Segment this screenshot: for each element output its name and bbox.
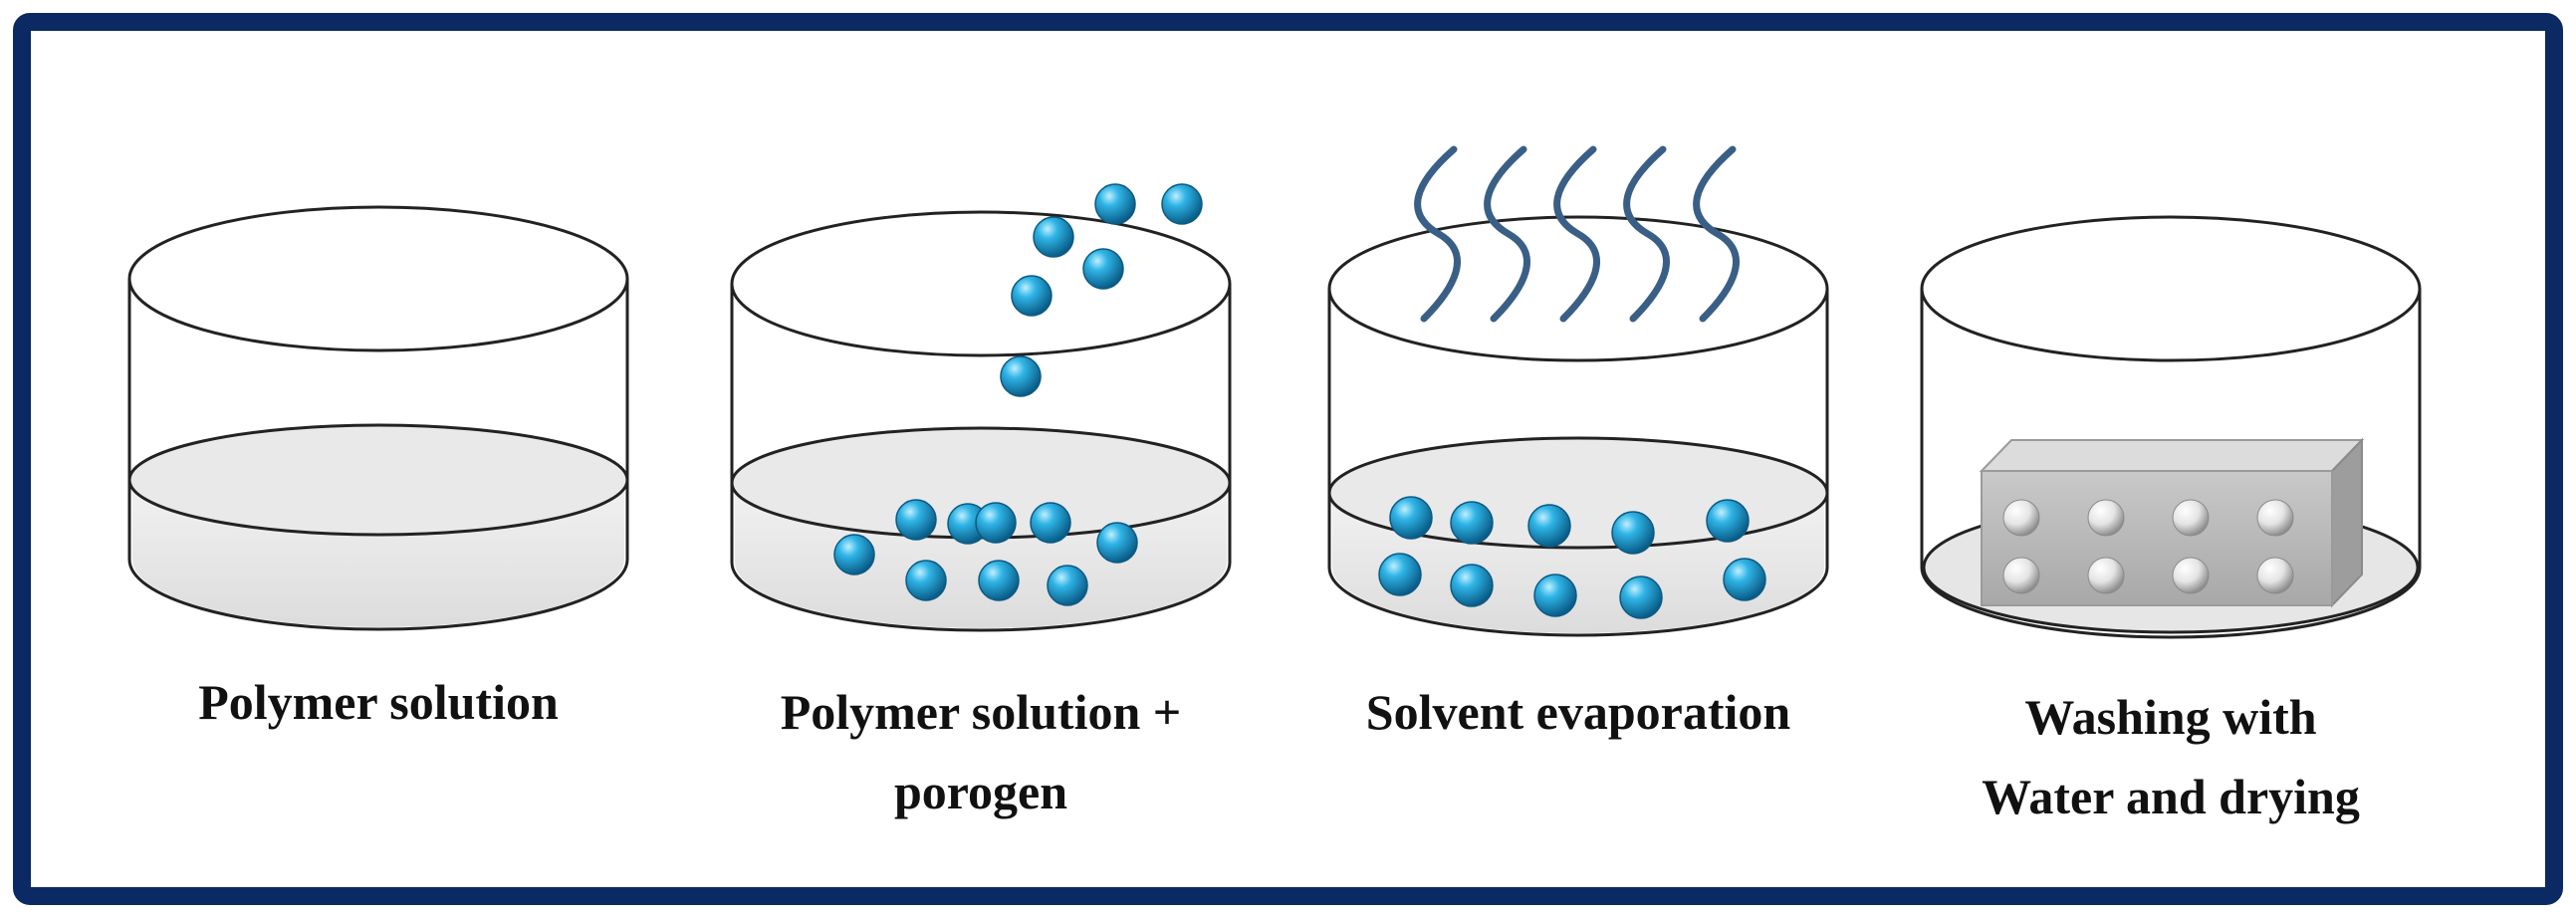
- label-line: porogen: [893, 764, 1068, 819]
- pore: [2087, 557, 2125, 594]
- porogen-bead: [895, 499, 937, 541]
- beaker-rim: [1327, 215, 1829, 362]
- vapor-wave: [1553, 145, 1600, 323]
- label-line: Solvent evaporation: [1365, 684, 1791, 740]
- pore: [2172, 499, 2210, 537]
- pore: [2256, 499, 2294, 537]
- label-line: Water and drying: [1982, 769, 2360, 824]
- pores: [2002, 499, 2294, 594]
- porogen-bead: [1723, 558, 1766, 601]
- porogen-bead: [1047, 565, 1088, 606]
- step-4-label: Washing with Water and drying: [1822, 677, 2519, 836]
- vapor-wave: [1414, 145, 1461, 323]
- porogen-bead: [1378, 553, 1422, 596]
- label-line: Polymer solution +: [780, 684, 1182, 740]
- label-line: Washing with: [2024, 689, 2317, 745]
- porogen-bead: [1082, 248, 1124, 290]
- step-1-label: Polymer solution: [30, 662, 727, 742]
- vapor-wave: [1693, 145, 1740, 323]
- porogen-beads-falling: [1000, 183, 1203, 397]
- vapor-wave: [1484, 145, 1530, 323]
- porogen-bead: [1450, 564, 1494, 607]
- beaker-rim: [1920, 215, 2422, 362]
- porogen-bead: [1000, 355, 1042, 397]
- porogen-bead: [1011, 275, 1053, 317]
- porogen-bead: [1611, 511, 1655, 555]
- liquid-surface: [127, 423, 629, 537]
- beaker-rim: [127, 205, 629, 352]
- step-3-beaker: [1327, 145, 1829, 637]
- porogen-bead: [975, 502, 1017, 544]
- porogen-bead: [1389, 496, 1433, 540]
- pore: [2172, 557, 2210, 594]
- porogen-bead: [1533, 574, 1577, 617]
- porogen-bead: [1096, 522, 1138, 564]
- label-line: Polymer solution: [198, 674, 559, 730]
- pore: [2002, 557, 2040, 594]
- block-top-face: [1979, 439, 2365, 472]
- step-1-beaker: [127, 205, 629, 631]
- solvent-vapor: [1414, 145, 1740, 323]
- step-2-beaker: [730, 183, 1232, 632]
- porogen-bead: [1030, 502, 1071, 544]
- porogen-bead: [1094, 183, 1136, 225]
- porogen-bead: [1450, 501, 1494, 545]
- porogen-beads-in-liquid: [833, 499, 1138, 606]
- pore: [2002, 499, 2040, 537]
- vapor-wave: [1623, 145, 1670, 323]
- porogen-bead: [1033, 216, 1074, 258]
- beaker-rim: [730, 210, 1232, 357]
- pore: [2256, 557, 2294, 594]
- porogen-bead: [833, 534, 875, 575]
- porogen-bead: [1161, 183, 1203, 225]
- porogen-bead: [1527, 504, 1571, 548]
- porous-scaffold-block: [1979, 437, 2365, 608]
- pore: [2087, 499, 2125, 537]
- step-2-label: Polymer solution + porogen: [632, 672, 1329, 831]
- porogen-bead: [1706, 499, 1750, 543]
- porogen-bead: [905, 560, 947, 601]
- porogen-bead: [1619, 575, 1663, 619]
- step-3-label: Solvent evaporation: [1230, 672, 1927, 752]
- porogen-bead: [978, 560, 1020, 601]
- figure-frame: [13, 13, 2563, 905]
- step-4-beaker: [1920, 215, 2422, 639]
- porogen-beads-in-liquid: [1378, 496, 1766, 619]
